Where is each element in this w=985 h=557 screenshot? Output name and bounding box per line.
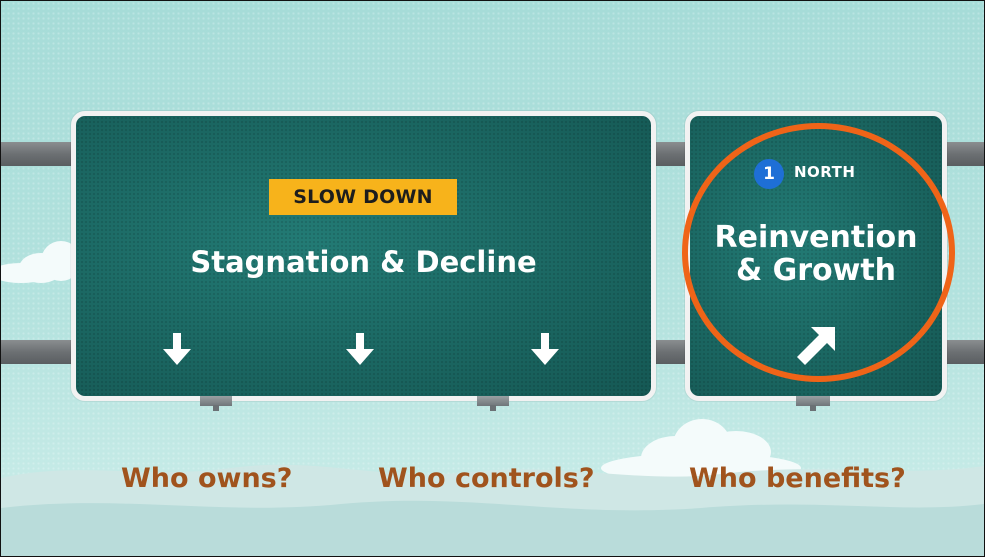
down-arrow-icon [531, 333, 559, 365]
down-arrow-icon [163, 333, 191, 365]
ground-hills [1, 464, 984, 556]
left-sign-title: Stagnation & Decline [190, 245, 537, 279]
question-who-benefits: Who benefits? [689, 463, 906, 494]
highlight-circle [682, 123, 955, 382]
question-who-controls: Who controls? [378, 463, 595, 494]
down-arrow-icon [346, 333, 374, 365]
question-who-owns: Who owns? [121, 463, 293, 494]
slow-down-badge: SLOW DOWN [269, 179, 457, 215]
